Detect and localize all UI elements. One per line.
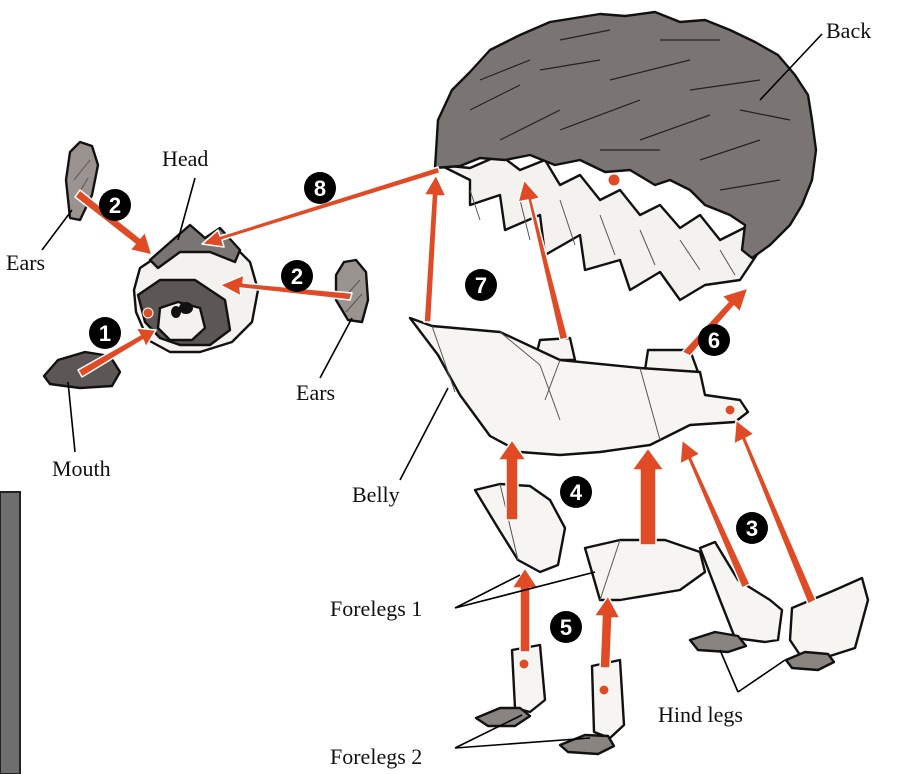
svg-text:2: 2 <box>109 193 121 218</box>
label-forelegs-2: Forelegs 2 <box>330 744 422 769</box>
svg-text:3: 3 <box>746 516 758 541</box>
svg-text:6: 6 <box>708 328 720 353</box>
label-head: Head <box>162 146 208 171</box>
label-belly: Belly <box>352 482 400 507</box>
svg-text:2: 2 <box>291 264 303 289</box>
svg-text:7: 7 <box>475 273 487 298</box>
step-badge-2a: 2 <box>99 189 131 221</box>
label-mouth: Mouth <box>52 456 111 481</box>
hindleg-right-part <box>786 578 868 670</box>
side-panel <box>0 492 20 774</box>
step-badge-8: 8 <box>304 172 336 204</box>
back-part <box>435 12 816 300</box>
label-ears-left: Ears <box>6 250 45 275</box>
label-forelegs-1: Forelegs 1 <box>330 596 422 621</box>
step-badge-2b: 2 <box>281 260 313 292</box>
step-badge-4: 4 <box>560 476 592 508</box>
arrow-step-4b <box>632 448 664 545</box>
foreleg1-left-part <box>475 484 565 572</box>
step-badge-6: 6 <box>698 324 730 356</box>
arrow-step-7a <box>424 175 446 322</box>
ear-right-part <box>336 260 368 322</box>
label-ears-right: Ears <box>296 380 335 405</box>
arrow-step-5a <box>512 568 538 652</box>
step-badge-7: 7 <box>465 269 497 301</box>
svg-text:1: 1 <box>99 321 111 346</box>
step-badge-1: 1 <box>89 317 121 349</box>
step-badge-3: 3 <box>736 512 768 544</box>
foreleg2-left-part <box>476 645 545 726</box>
label-back: Back <box>826 18 871 43</box>
svg-text:4: 4 <box>570 480 583 505</box>
foreleg1-right-part <box>585 540 705 600</box>
svg-text:5: 5 <box>560 615 572 640</box>
svg-text:8: 8 <box>314 176 326 201</box>
arrow-step-5b <box>594 596 620 668</box>
step-badge-5: 5 <box>550 611 582 643</box>
label-hind-legs: Hind legs <box>658 702 743 727</box>
